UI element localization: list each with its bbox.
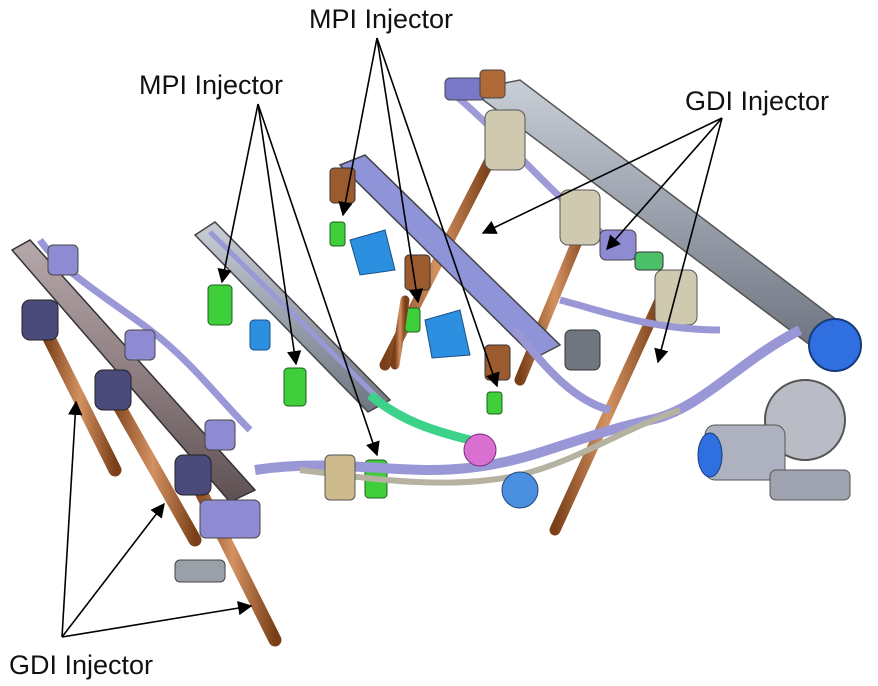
high-pressure-fuel-pump	[697, 318, 862, 501]
rear-gdi-fuel-rail	[444, 69, 852, 346]
front-gdi-injectors	[21, 299, 282, 647]
front-gdi-fuel-rail	[10, 238, 257, 503]
mpi-injector-label-left: MPI Injector	[136, 70, 287, 101]
middle-mpi-fuel-rail	[329, 154, 562, 415]
gdi-injector-label-bottom: GDI Injector	[6, 650, 157, 681]
fuel-lines	[174, 296, 803, 583]
leader-lines	[61, 37, 723, 638]
gdi-injector-label-right: GDI Injector	[682, 86, 833, 117]
mpi-injector-label-top: MPI Injector	[306, 4, 457, 35]
